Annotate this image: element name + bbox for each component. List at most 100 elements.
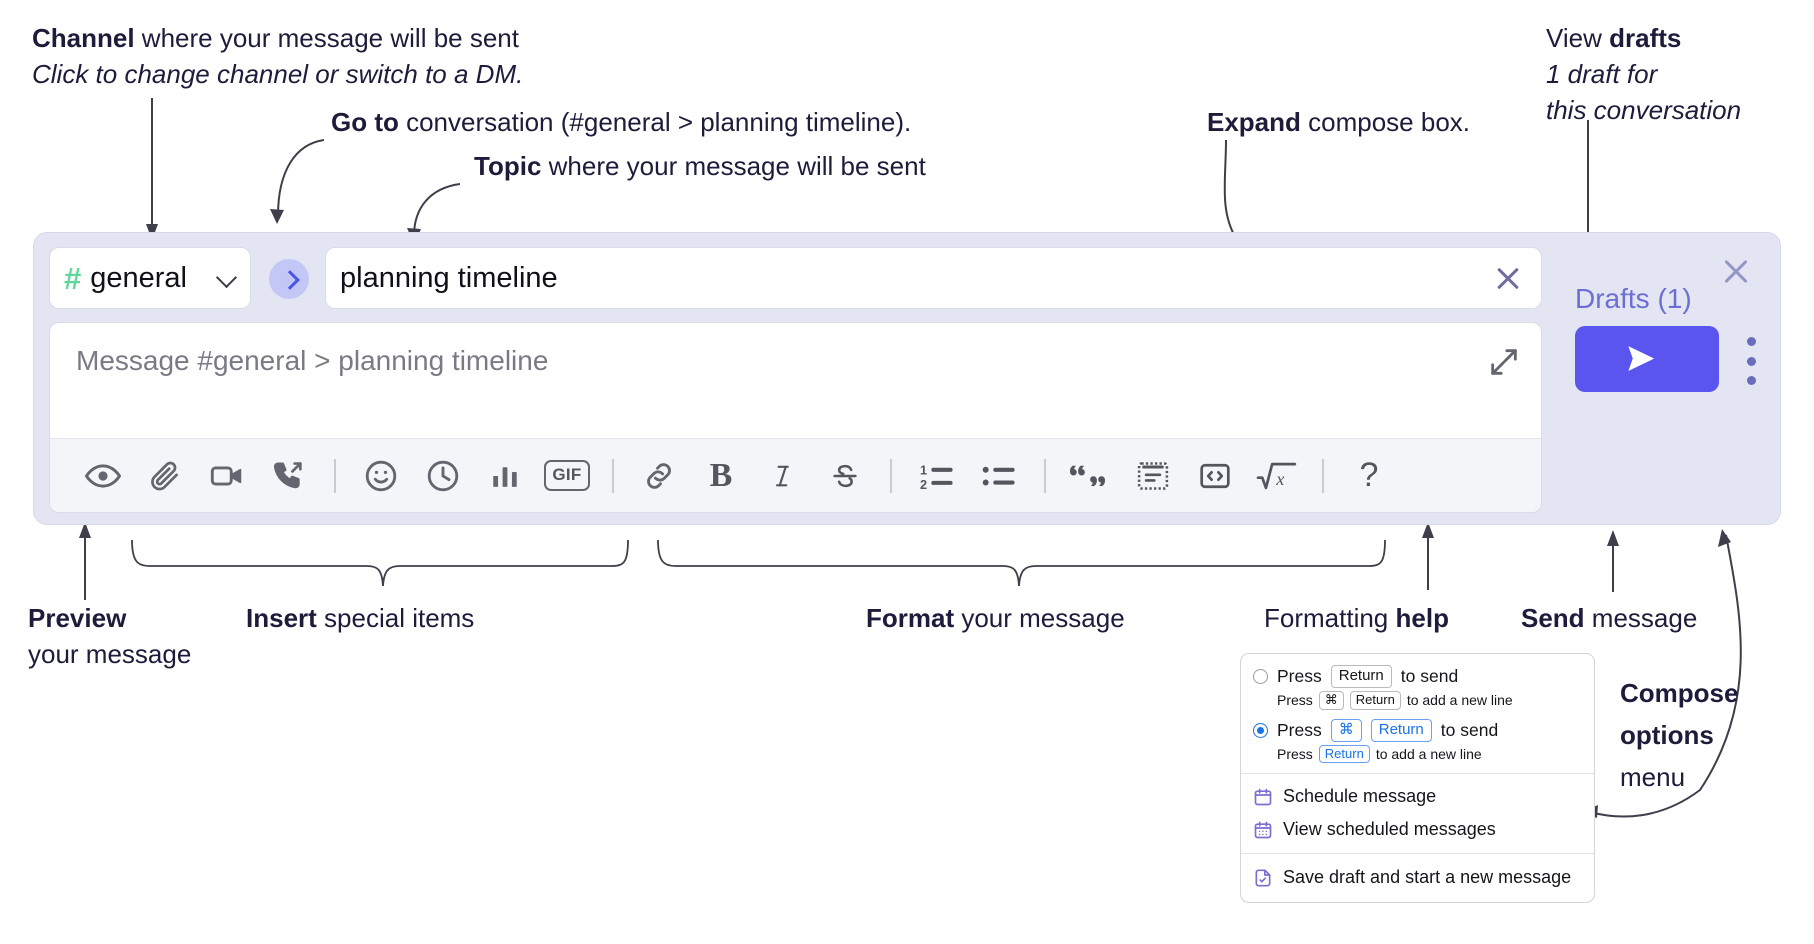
annotation-send-bold: Send	[1521, 603, 1585, 633]
annotation-expand-rest: compose box.	[1300, 107, 1471, 137]
compose-options-menu: Press Return to send Press ⌘ Return to a…	[1240, 653, 1595, 904]
arrowhead-compose-options	[1718, 529, 1731, 547]
brace-format	[657, 539, 1386, 587]
topic-value: planning timeline	[340, 261, 558, 294]
goto-conversation-button[interactable]	[269, 259, 309, 299]
key-return: Return	[1370, 718, 1432, 742]
key-return: Return	[1318, 744, 1370, 764]
option2-press: Press	[1277, 719, 1322, 740]
send-shortcut-options: Press Return to send Press ⌘ Return to a…	[1241, 654, 1594, 773]
menu-item-label: View scheduled messages	[1283, 819, 1496, 840]
annotation-formatting-help: Formatting help	[1264, 600, 1449, 636]
option1-tail: to send	[1400, 666, 1459, 686]
message-placeholder: Message #general > planning timeline	[76, 345, 549, 376]
separator-2	[612, 458, 614, 493]
poll-icon[interactable]	[474, 450, 536, 502]
blockquote-icon[interactable]	[1060, 450, 1122, 502]
attachment-icon[interactable]	[134, 450, 196, 502]
separator-3	[890, 458, 892, 493]
huddle-icon[interactable]	[258, 450, 320, 502]
annotation-compose-options: Compose options menu	[1620, 672, 1738, 798]
key-command: ⌘	[1330, 718, 1362, 742]
option-cmd-return-to-send[interactable]: Press ⌘ Return to send	[1253, 718, 1582, 742]
bold-icon[interactable]: B	[690, 450, 752, 502]
math-icon[interactable]: x	[1246, 450, 1308, 502]
code-block-icon[interactable]	[1122, 450, 1184, 502]
key-command: ⌘	[1318, 691, 1344, 710]
close-icon[interactable]	[1718, 253, 1754, 289]
option1-sub-press: Press	[1277, 692, 1313, 709]
separator-5	[1322, 458, 1324, 493]
strikethrough-icon[interactable]	[814, 450, 876, 502]
compose-inner: # general planning timeline Message #gen…	[49, 247, 1542, 513]
annotation-goto-bold: Go to	[331, 107, 399, 137]
annotation-insert: Insert special items	[246, 600, 474, 636]
annotation-topic-bold: Topic	[474, 151, 542, 181]
bulleted-list-icon[interactable]	[968, 450, 1030, 502]
radio-button[interactable]	[1253, 669, 1268, 684]
calendar-grid-icon	[1253, 820, 1273, 840]
menu-item-label: Save draft and start a new message	[1283, 867, 1572, 888]
arrowhead-goto	[270, 209, 284, 224]
close-icon[interactable]	[1489, 259, 1527, 297]
calendar-icon	[1253, 787, 1273, 807]
annotation-send-rest: message	[1584, 603, 1698, 633]
option-return-to-send[interactable]: Press Return to send	[1253, 665, 1582, 688]
clock-icon[interactable]	[412, 450, 474, 502]
annotation-compose-options-bold1: Compose	[1620, 678, 1739, 708]
menu-item-schedule-message[interactable]: Schedule message	[1241, 780, 1594, 813]
annotation-format-bold: Format	[866, 603, 955, 633]
preview-icon[interactable]	[72, 450, 134, 502]
kebab-dot	[1746, 337, 1756, 346]
link-icon[interactable]	[628, 450, 690, 502]
annotation-help-pre: Formatting	[1264, 603, 1396, 633]
annotation-expand-bold: Expand	[1207, 107, 1301, 137]
annotation-format: Format your message	[866, 600, 1125, 636]
gif-icon[interactable]: GIF	[536, 450, 598, 502]
expand-icon[interactable]	[1487, 345, 1521, 379]
radio-button-selected[interactable]	[1253, 722, 1268, 738]
channel-selector[interactable]: # general	[49, 247, 251, 309]
send-button[interactable]	[1575, 326, 1719, 392]
menu-item-save-draft-new-message[interactable]: Save draft and start a new message	[1241, 861, 1594, 894]
annotation-drafts-line3: this conversation	[1546, 95, 1742, 125]
option1-sub-tail: to add a new line	[1406, 692, 1513, 709]
separator-4	[1044, 458, 1046, 493]
svg-text:2: 2	[920, 476, 927, 491]
send-arrow-icon	[1628, 346, 1655, 371]
emoji-icon[interactable]	[350, 450, 412, 502]
kebab-dot	[1746, 376, 1756, 385]
annotation-expand: Expand compose box.	[1207, 104, 1470, 140]
chevron-down-icon	[218, 269, 236, 287]
svg-text:x: x	[1275, 469, 1285, 489]
compose-options-button[interactable]	[1740, 337, 1762, 385]
channel-name: general	[90, 261, 187, 294]
bold-label: B	[709, 456, 733, 494]
annotation-drafts: View drafts 1 draft for this conversatio…	[1546, 20, 1741, 128]
schedule-group: Schedule message View scheduled m	[1241, 774, 1594, 853]
inline-code-icon[interactable]	[1184, 450, 1246, 502]
brace-insert	[131, 539, 629, 587]
menu-item-view-scheduled-messages[interactable]: View scheduled messages	[1241, 813, 1594, 846]
annotation-drafts-line2: 1 draft for	[1546, 59, 1658, 89]
channel-topic-row: # general planning timeline	[49, 247, 1542, 309]
annotation-channel-bold: Channel	[32, 23, 135, 53]
message-input-box[interactable]: Message #general > planning timeline	[49, 322, 1542, 513]
arrowhead-send	[1607, 530, 1619, 546]
annotation-preview-bold: Preview	[28, 603, 127, 633]
menu-divider	[1241, 853, 1594, 855]
svg-text:1: 1	[920, 462, 927, 477]
separator-1	[334, 458, 336, 493]
help-icon[interactable]: ?	[1338, 450, 1400, 502]
video-icon[interactable]	[196, 450, 258, 502]
compose-panel: # general planning timeline Message #gen…	[33, 232, 1781, 525]
key-return: Return	[1349, 691, 1401, 710]
drafts-link[interactable]: Drafts (1)	[1575, 283, 1692, 314]
option2-sub-tail: to add a new line	[1375, 745, 1482, 762]
kebab-dot	[1746, 356, 1756, 366]
italic-icon[interactable]	[752, 450, 814, 502]
ordered-list-icon[interactable]: 1 2	[906, 450, 968, 502]
menu-item-label: Schedule message	[1283, 786, 1437, 807]
topic-field[interactable]: planning timeline	[325, 247, 1542, 309]
